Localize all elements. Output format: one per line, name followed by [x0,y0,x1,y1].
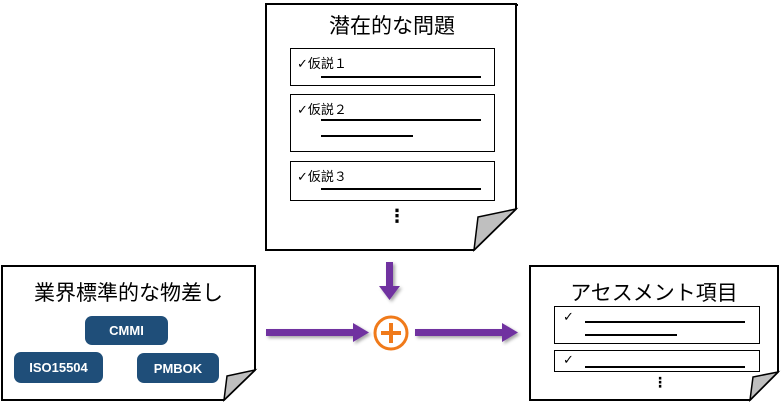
potential-issues-title: 潜在的な問題 [329,14,455,38]
right-arrow-icon [266,323,369,342]
right-arrow-icon [415,323,518,342]
plus-circle-icon [373,315,409,351]
badge-cmmi: CMMI [85,316,168,345]
assessment-item-2: ✓ [554,350,760,372]
hypothesis-item-2: ✓仮説２ [290,94,495,152]
text-placeholder-line [585,321,745,323]
badge-pmbok: PMBOK [137,353,219,383]
assessment-items-title: アセスメント項目 [570,281,738,305]
hypothesis-item-label: ✓仮説１ [297,57,347,72]
hypothesis-item-3: ✓仮説３ [290,161,495,201]
down-arrow-icon [379,262,400,300]
hypothesis-item-1: ✓仮説１ [290,48,495,86]
hypothesis-item-label: ✓仮説２ [297,103,347,118]
text-placeholder-line [585,366,745,368]
badge-iso15504: ISO15504 [14,352,103,383]
assessment-item-1: ✓ [554,306,760,344]
hypothesis-item-label: ✓仮説３ [297,170,347,185]
checkmark-icon: ✓ [563,310,574,325]
text-placeholder-line [585,334,677,336]
text-placeholder-line [321,119,481,121]
industry-standard-title: 業界標準的な物差し [34,281,223,305]
checkmark-icon: ✓ [563,353,574,368]
text-placeholder-line [321,76,481,78]
text-placeholder-line [321,135,413,137]
text-placeholder-line [321,188,481,190]
